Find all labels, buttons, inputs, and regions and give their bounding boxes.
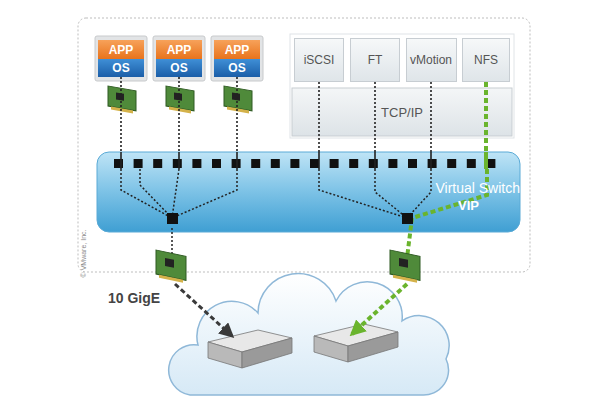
service-box: FT — [350, 38, 400, 82]
switch-port — [290, 159, 299, 168]
port-stub — [120, 152, 122, 169]
switch-band — [97, 152, 520, 232]
switch-port — [447, 159, 456, 168]
uplink-arrow — [175, 284, 232, 336]
dotted-connector — [120, 77, 122, 152]
switch-port — [232, 159, 241, 168]
os-box: OS — [98, 59, 144, 77]
node-label: vMotion — [410, 53, 452, 67]
vmkernel-frame — [290, 34, 514, 138]
app-box: APP — [98, 40, 144, 59]
switch-port — [310, 159, 319, 168]
node-label: FT — [368, 53, 383, 67]
node-label: Virtual Switch — [435, 180, 520, 196]
port-stub — [318, 152, 320, 169]
dotted-connector — [484, 82, 488, 152]
port-stub — [236, 152, 238, 169]
switch-port — [369, 159, 378, 168]
vnic-cards — [108, 86, 252, 114]
switch-port — [134, 159, 143, 168]
node-label: APP — [225, 43, 250, 57]
app-box: APP — [156, 40, 202, 59]
switch-port — [153, 159, 162, 168]
network-cloud — [169, 273, 449, 395]
node-label: OS — [170, 61, 187, 75]
dotted-connector — [236, 77, 238, 152]
switch-port — [330, 159, 339, 168]
node-label: APP — [167, 43, 192, 57]
port-stub — [484, 152, 488, 169]
virtual-switch: Virtual Switch — [97, 152, 520, 232]
node-label: APP — [109, 43, 134, 57]
node-label: TCP/IP — [381, 105, 423, 120]
port-stub — [430, 152, 432, 169]
vip-label: VIP — [458, 198, 479, 213]
service-box: NFS — [462, 38, 510, 82]
app-box: APP — [214, 40, 260, 59]
link-speed: 10 GigE — [108, 290, 160, 306]
switch-port — [428, 159, 437, 168]
port-stub — [178, 152, 180, 169]
switch-port — [467, 159, 476, 168]
physical-switch — [208, 330, 292, 368]
host-boundary — [78, 18, 530, 272]
switch-port — [349, 159, 358, 168]
node-label: OS — [112, 61, 129, 75]
os-box: OS — [214, 59, 260, 77]
switch-port — [173, 159, 182, 168]
switch-port — [251, 159, 260, 168]
vm-frames — [95, 36, 263, 81]
tcpip-stack: TCP/IP — [292, 88, 512, 136]
switch-ports — [114, 159, 495, 168]
tcpip-band — [292, 88, 512, 136]
node-label: iSCSI — [304, 53, 335, 67]
node-label: OS — [228, 61, 245, 75]
node-label: NFS — [474, 53, 498, 67]
switch-port — [408, 159, 417, 168]
os-box: OS — [156, 59, 202, 77]
switch-wiring — [121, 169, 431, 258]
switch-port — [212, 159, 221, 168]
uplink-port — [402, 213, 413, 224]
dotted-connector — [374, 82, 376, 152]
copyright: © VMware, Inc. — [80, 230, 87, 278]
port-stub — [374, 152, 376, 169]
switch-port — [388, 159, 397, 168]
service-box: vMotion — [406, 38, 457, 82]
switch-port — [271, 159, 280, 168]
service-box: iSCSI — [294, 38, 344, 82]
switch-port — [192, 159, 201, 168]
dotted-connector — [178, 77, 180, 152]
dotted-connector — [430, 82, 432, 152]
uplink-port — [167, 213, 178, 224]
dotted-connector — [318, 82, 320, 152]
nfs-uplink-arrow — [352, 284, 407, 334]
